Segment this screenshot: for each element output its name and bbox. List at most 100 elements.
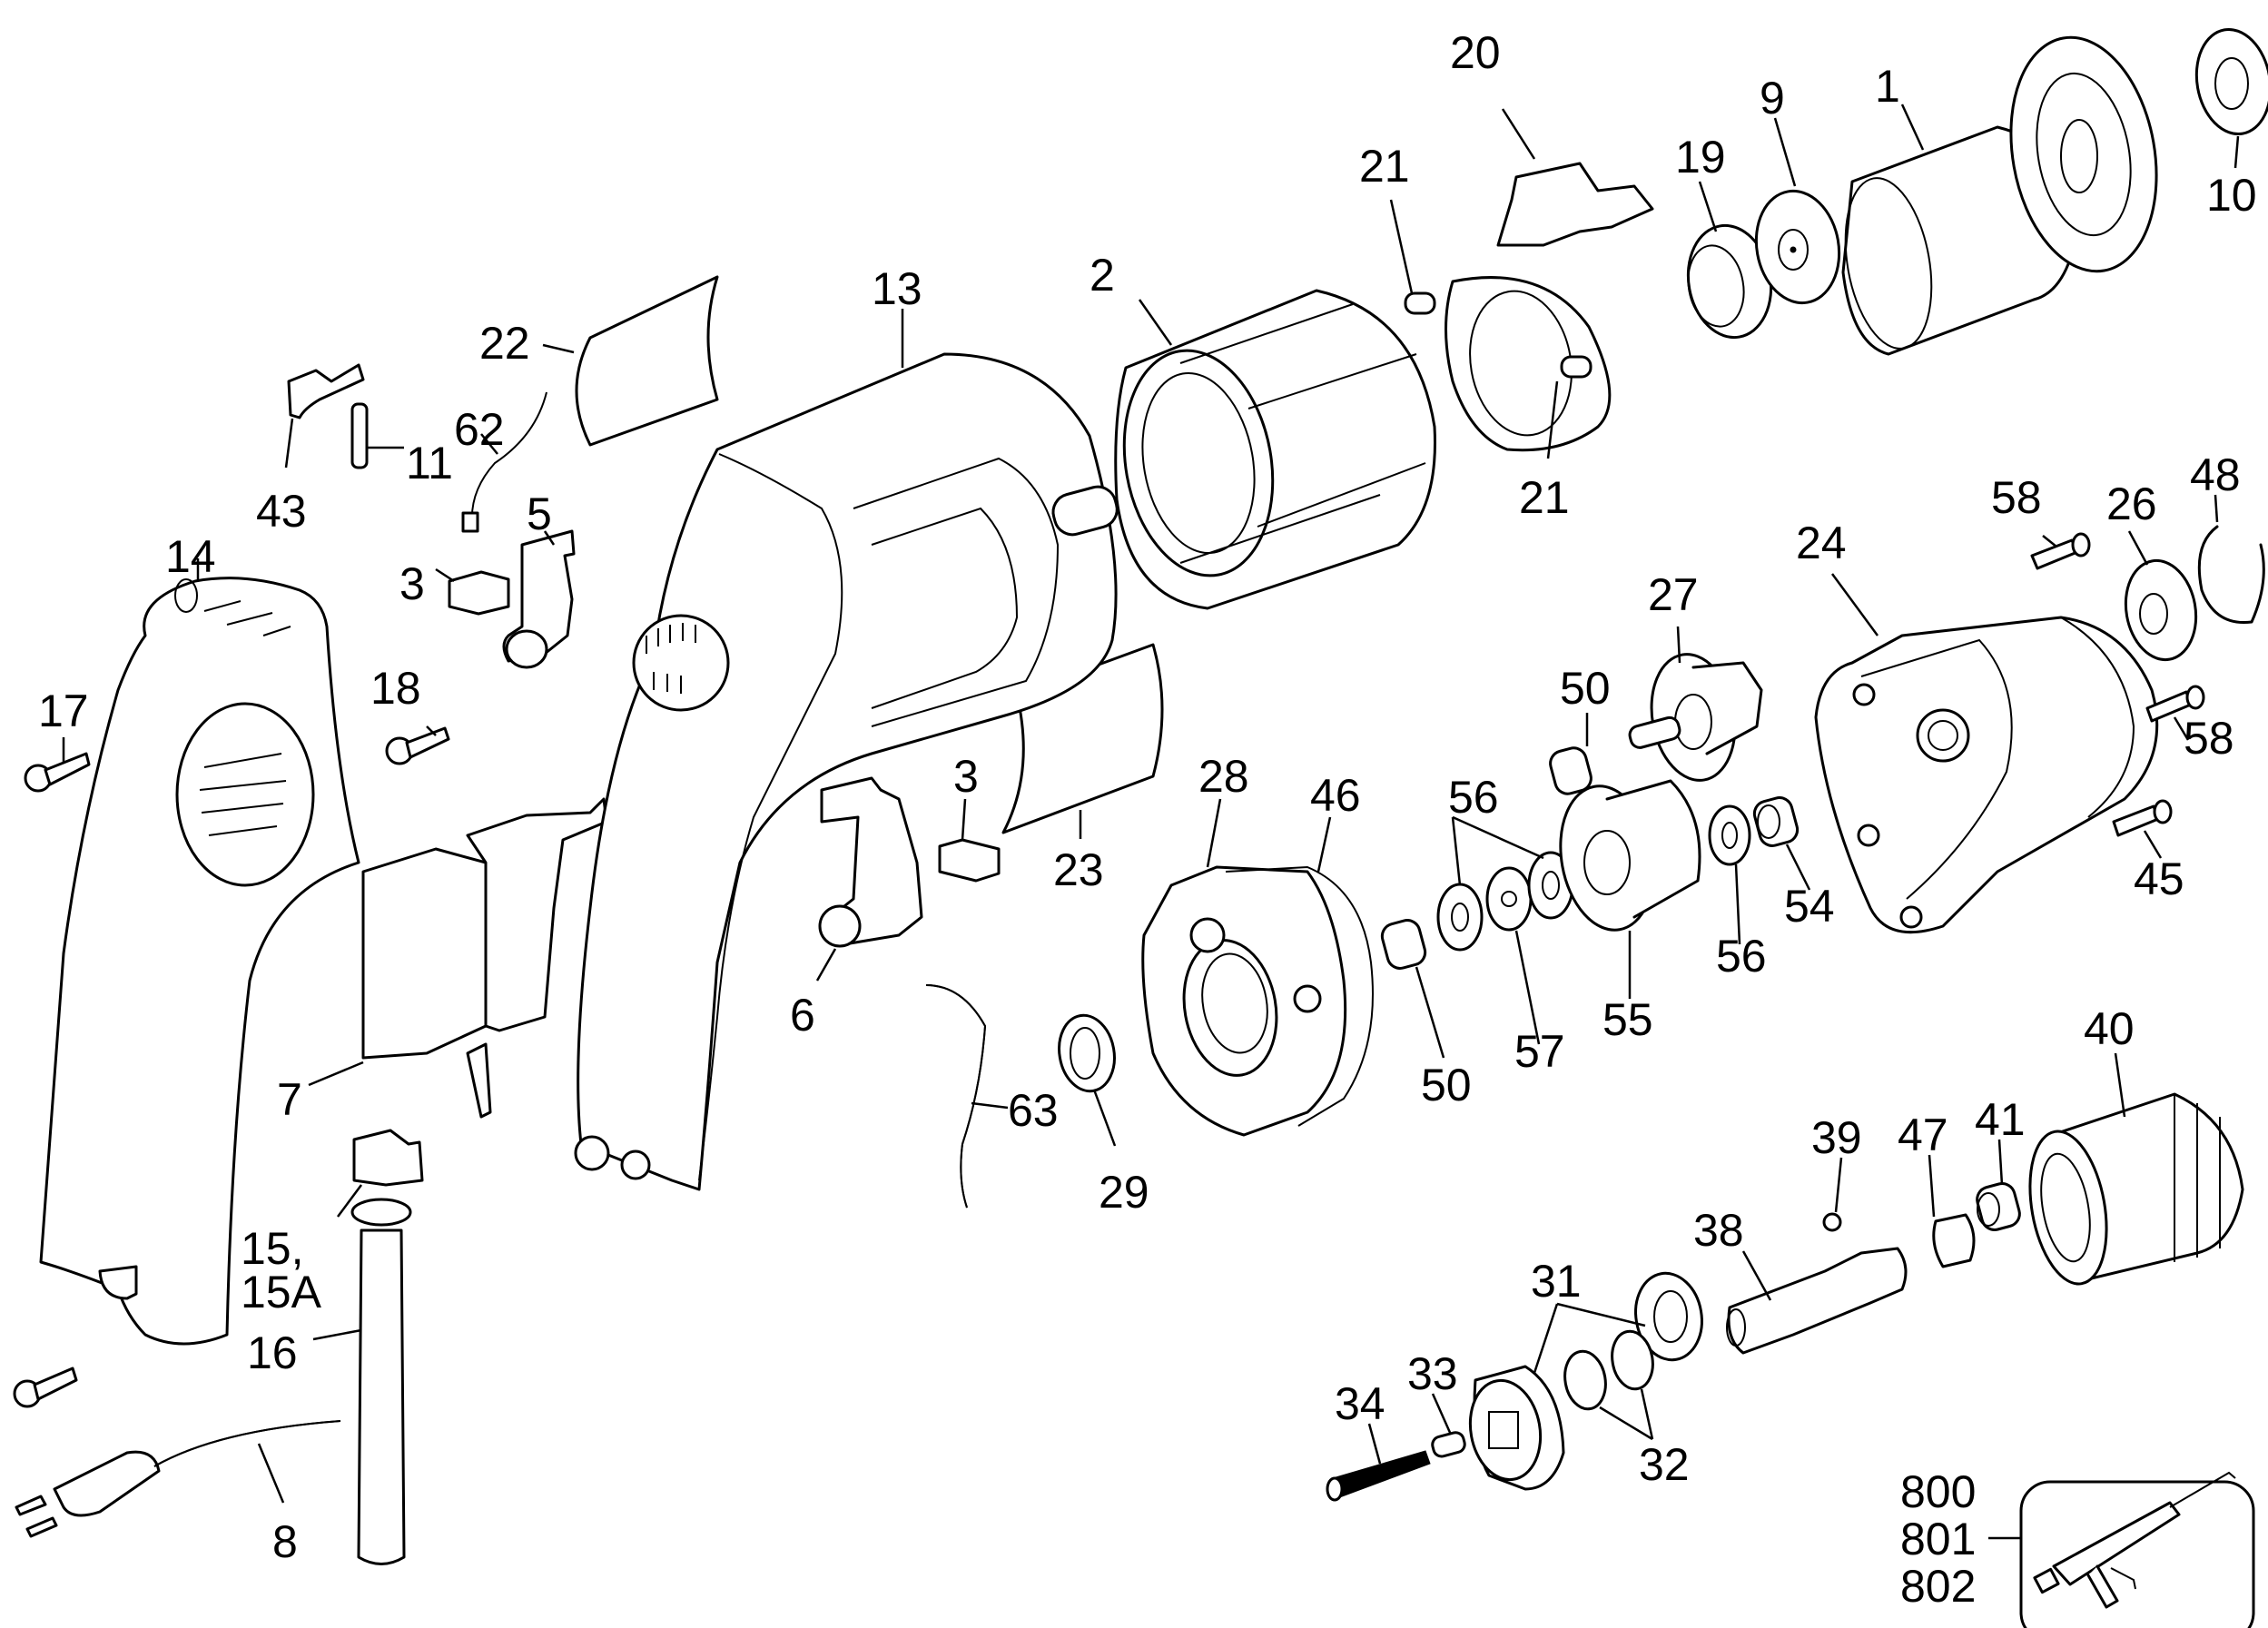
label-27: 27	[1648, 569, 1699, 620]
label-802: 802	[1900, 1561, 1976, 1612]
label-18: 18	[370, 663, 421, 714]
bevel-gear	[2009, 35, 2158, 273]
label-48: 48	[2190, 449, 2241, 500]
label-22: 22	[479, 318, 530, 369]
part-45-screw	[2112, 799, 2173, 859]
label-50-lower: 50	[1421, 1060, 1472, 1110]
label-1: 1	[1875, 61, 1900, 112]
label-15: 15,	[241, 1223, 304, 1274]
commutator-teeth	[632, 614, 730, 712]
part-29-seal	[1058, 1013, 1117, 1147]
part-6-brush-holder	[815, 776, 923, 982]
label-8: 8	[272, 1516, 298, 1567]
part-3-brush-lower	[938, 798, 1001, 883]
part-18-screw	[385, 725, 450, 765]
label-26: 26	[2106, 479, 2157, 529]
label-45: 45	[2134, 853, 2184, 904]
part-28-bearing-plate	[1141, 798, 1374, 1137]
part-41-bearing	[1976, 1139, 2021, 1231]
part-17-screw	[24, 737, 91, 793]
part-46-gasket	[1316, 816, 1332, 873]
part-63-lead	[925, 984, 1009, 1209]
part-56-washer-c	[1708, 804, 1751, 945]
part-24-gear-case	[1814, 573, 2159, 934]
label-801: 801	[1900, 1514, 1976, 1564]
label-28: 28	[1198, 751, 1249, 802]
part-32-o-rings	[1563, 1329, 1654, 1441]
part-55-gear	[1559, 779, 1701, 999]
label-800: 800	[1900, 1466, 1976, 1517]
label-29: 29	[1099, 1167, 1149, 1218]
label-21-lower: 21	[1519, 472, 1570, 523]
part-58-screw-upper	[2030, 532, 2091, 570]
part-20-brush-ring	[1445, 108, 1654, 452]
part-7-switch	[308, 797, 608, 1119]
label-13: 13	[872, 263, 922, 314]
part-34-spring	[1326, 1423, 1431, 1502]
part-26-bearing	[2124, 530, 2198, 662]
label-63: 63	[1008, 1085, 1059, 1136]
label-31: 31	[1531, 1256, 1582, 1307]
label-62: 62	[454, 404, 505, 455]
part-47-sleeve	[1928, 1154, 1976, 1268]
label-34: 34	[1335, 1378, 1385, 1429]
part-48-retaining-ring	[2197, 494, 2265, 625]
label-15a: 15A	[241, 1267, 322, 1317]
label-14: 14	[165, 531, 216, 582]
part-39-ball	[1822, 1157, 1843, 1232]
label-11: 11	[406, 438, 453, 488]
part-58-screw-lower	[2145, 685, 2205, 741]
part-10-bearing	[2194, 27, 2268, 169]
label-9: 9	[1760, 73, 1785, 123]
label-10: 10	[2206, 170, 2257, 221]
label-58-lower: 58	[2184, 713, 2234, 764]
part-27-gear	[1628, 626, 1763, 782]
part-50-bearing-lower	[1380, 919, 1445, 1059]
label-46: 46	[1310, 770, 1361, 821]
part-5-brush-holder	[502, 529, 576, 669]
part-9-bearing	[1754, 117, 1841, 305]
label-50-upper: 50	[1560, 663, 1611, 714]
label-20: 20	[1450, 27, 1501, 78]
label-3-lower: 3	[953, 751, 979, 802]
label-57: 57	[1514, 1026, 1565, 1077]
part-56-washer-a	[1436, 883, 1484, 952]
label-23: 23	[1053, 844, 1104, 895]
label-6: 6	[790, 990, 815, 1041]
label-3-upper: 3	[399, 558, 425, 609]
part-15-cord-clamp	[336, 1129, 424, 1218]
label-43: 43	[256, 486, 307, 537]
part-8-cord	[15, 1420, 341, 1538]
part-38-spindle	[1726, 1247, 1908, 1355]
part-31-clutch	[1468, 1271, 1703, 1491]
label-5: 5	[527, 488, 552, 539]
part-40-nose	[2028, 1052, 2244, 1286]
part-800-802-kit	[1988, 1471, 2255, 1628]
part-3-brush-upper	[435, 567, 510, 616]
part-1-armature	[1841, 35, 2158, 356]
part-43-clip	[284, 363, 365, 469]
part-16-cord-protector	[312, 1198, 412, 1565]
label-56-lower: 56	[1716, 931, 1767, 982]
label-40: 40	[2084, 1003, 2135, 1054]
label-47: 47	[1898, 1110, 1948, 1160]
label-21-upper: 21	[1359, 141, 1410, 192]
part-handle-lower-screw	[13, 1367, 78, 1408]
label-16: 16	[247, 1327, 298, 1378]
part-22-label-sheet	[542, 275, 719, 447]
part-62-lead	[461, 391, 547, 533]
label-32: 32	[1639, 1439, 1690, 1490]
label-17: 17	[38, 686, 89, 736]
label-56-upper: 56	[1448, 772, 1499, 823]
label-2: 2	[1090, 250, 1115, 301]
part-33-pin	[1431, 1393, 1466, 1458]
label-54: 54	[1784, 881, 1835, 932]
label-39: 39	[1811, 1112, 1862, 1163]
label-58-upper: 58	[1991, 472, 2042, 523]
label-55: 55	[1602, 994, 1653, 1045]
part-number-labels: 1 2 3 3 5 6 7 8 9 10 11 13 14 15, 15A 16…	[38, 27, 2257, 1612]
label-19: 19	[1675, 132, 1726, 183]
part-50-bearing-upper	[1549, 713, 1593, 795]
part-21-pin-upper	[1389, 199, 1436, 315]
